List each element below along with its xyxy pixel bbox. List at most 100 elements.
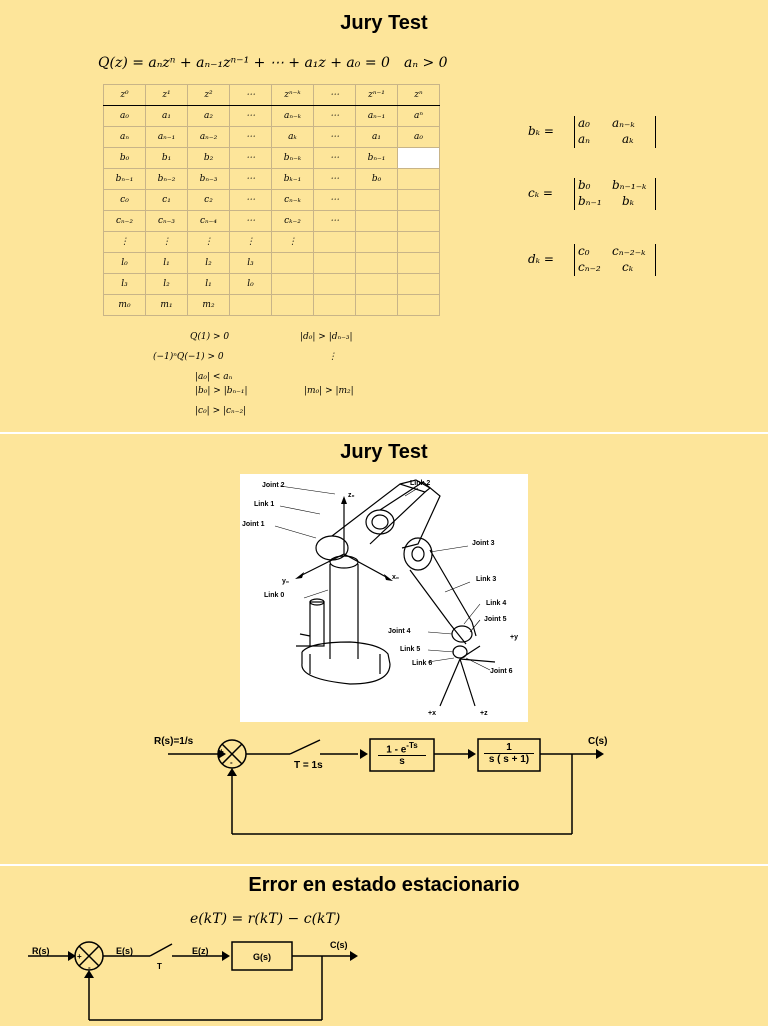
input-label: R(s) bbox=[32, 946, 50, 956]
jury-cell: m₀ bbox=[103, 294, 146, 316]
determinant-entry: c₀ bbox=[578, 244, 590, 258]
input-label: R(s)=1/s bbox=[154, 736, 194, 747]
output-label: C(s) bbox=[588, 736, 608, 747]
stability-condition: (−1)ⁿQ(−1) > 0 bbox=[153, 352, 224, 362]
slide-divider bbox=[0, 432, 768, 434]
zoh-block: 1 - e-Ts s bbox=[370, 739, 434, 771]
jury-cell: z² bbox=[187, 84, 230, 106]
jury-cell: b₂ bbox=[187, 147, 230, 169]
robot-label: x₀ bbox=[392, 574, 400, 581]
jury-cell: a₀ bbox=[103, 105, 146, 127]
jury-cell: a₀ bbox=[397, 126, 440, 148]
determinant-lhs: cₖ = bbox=[528, 186, 553, 200]
jury-cell: ⋯ bbox=[229, 105, 272, 127]
stability-condition: |b₀| > |bₙ₋₁| bbox=[195, 386, 248, 396]
jury-cell: cₙ₋₄ bbox=[187, 210, 230, 232]
jury-cell: cₖ₋₂ bbox=[271, 210, 314, 232]
jury-row: ⋮⋮⋮⋮⋮ bbox=[103, 231, 440, 253]
determinant-entry: aₙ₋ₖ bbox=[612, 116, 635, 130]
jury-cell: ⋮ bbox=[145, 231, 188, 253]
determinant-lhs: bₖ = bbox=[528, 124, 554, 138]
jury-cell: c₀ bbox=[103, 189, 146, 211]
robot-label: Joint 1 bbox=[242, 521, 265, 528]
jury-cell: bₙ₋₃ bbox=[187, 168, 230, 190]
jury-cell: z⁰ bbox=[103, 84, 146, 106]
sum-minus: - bbox=[88, 963, 91, 972]
jury-cell: cₙ₋ₖ bbox=[271, 189, 314, 211]
leading-coefficient-condition: aₙ > 0 bbox=[404, 55, 448, 71]
determinant-entry: bₙ₋₁ bbox=[578, 194, 602, 208]
jury-cell: c₂ bbox=[187, 189, 230, 211]
robot-label: Link 0 bbox=[264, 592, 285, 599]
robot-label: Joint 4 bbox=[388, 628, 411, 635]
plant-numerator: 1 bbox=[484, 742, 534, 754]
determinant-bars bbox=[574, 244, 656, 276]
jury-cell bbox=[397, 252, 440, 274]
jury-cell: l₁ bbox=[145, 252, 188, 274]
robot-label: +y bbox=[510, 634, 518, 641]
jury-cell: ⋯ bbox=[229, 126, 272, 148]
jury-cell: m₁ bbox=[145, 294, 188, 316]
jury-cell: aₙ bbox=[103, 126, 146, 148]
characteristic-equation: Q(z) = aₙzⁿ + aₙ₋₁zⁿ⁻¹ + ⋯ + a₁z + a₀ = … bbox=[98, 55, 390, 71]
determinant-entry: bₖ bbox=[622, 194, 635, 208]
stability-condition: |a₀| < aₙ bbox=[195, 372, 233, 382]
determinant-entry: bₙ₋₁₋ₖ bbox=[612, 178, 647, 192]
robot-label: Joint 3 bbox=[472, 540, 495, 547]
jury-cell: ⋮ bbox=[229, 231, 272, 253]
robot-label: Link 4 bbox=[486, 600, 507, 607]
robot-label: Link 3 bbox=[476, 576, 497, 583]
sum-plus: + bbox=[219, 747, 224, 756]
jury-cell bbox=[355, 231, 398, 253]
stability-condition: |d₀| > |dₙ₋₃| bbox=[300, 332, 353, 342]
jury-cell: ⋯ bbox=[229, 189, 272, 211]
plant-block: 1 s ( s + 1) bbox=[478, 739, 540, 771]
jury-cell: b₁ bbox=[145, 147, 188, 169]
robot-label: Joint 2 bbox=[262, 482, 285, 489]
jury-cell: aₙ₋₁ bbox=[355, 105, 398, 127]
jury-cell: ⋯ bbox=[313, 147, 356, 169]
sampler-label: T bbox=[157, 962, 162, 971]
jury-cell bbox=[355, 210, 398, 232]
jury-cell: l₀ bbox=[229, 273, 272, 295]
sum-plus: + bbox=[77, 952, 82, 961]
jury-cell bbox=[313, 294, 356, 316]
determinant-entry: aₖ bbox=[622, 132, 634, 146]
jury-cell: a₁ bbox=[355, 126, 398, 148]
jury-cell: bₙ₋₁ bbox=[355, 147, 398, 169]
zoh-denominator: s bbox=[399, 756, 405, 768]
jury-cell: zⁿ⁻ᵏ bbox=[271, 84, 314, 106]
jury-cell: ⋮ bbox=[103, 231, 146, 253]
determinant-lhs: dₖ = bbox=[528, 252, 554, 266]
jury-cell: ⋯ bbox=[313, 189, 356, 211]
slide-divider-2 bbox=[0, 864, 768, 866]
slide-1: Jury Test Q(z) = aₙzⁿ + aₙ₋₁zⁿ⁻¹ + ⋯ + a… bbox=[0, 0, 768, 432]
robot-label: Joint 5 bbox=[484, 616, 507, 623]
jury-cell bbox=[397, 189, 440, 211]
determinant-entry: cₖ bbox=[622, 260, 634, 274]
determinant-bars bbox=[574, 116, 656, 148]
stability-condition: |c₀| > |cₙ₋₂| bbox=[195, 406, 247, 416]
jury-cell bbox=[313, 231, 356, 253]
jury-cell: ⋯ bbox=[313, 210, 356, 232]
jury-cell: ⋯ bbox=[313, 126, 356, 148]
error-z-label: E(z) bbox=[192, 946, 209, 956]
jury-cell: c₁ bbox=[145, 189, 188, 211]
jury-cell: ⋯ bbox=[313, 168, 356, 190]
jury-cell: cₙ₋₂ bbox=[103, 210, 146, 232]
jury-cell: bₙ₋₁ bbox=[103, 168, 146, 190]
jury-cell: ⋯ bbox=[229, 84, 272, 106]
slide-3-title: Error en estado estacionario bbox=[248, 874, 520, 896]
jury-cell: l₁ bbox=[187, 273, 230, 295]
jury-cell: l₃ bbox=[103, 273, 146, 295]
robot-label: Link 5 bbox=[400, 646, 421, 653]
jury-cell: zⁿ⁻¹ bbox=[355, 84, 398, 106]
jury-cell: bₖ₋₁ bbox=[271, 168, 314, 190]
robot-label: z₀ bbox=[348, 492, 355, 499]
jury-cell: l₂ bbox=[187, 252, 230, 274]
